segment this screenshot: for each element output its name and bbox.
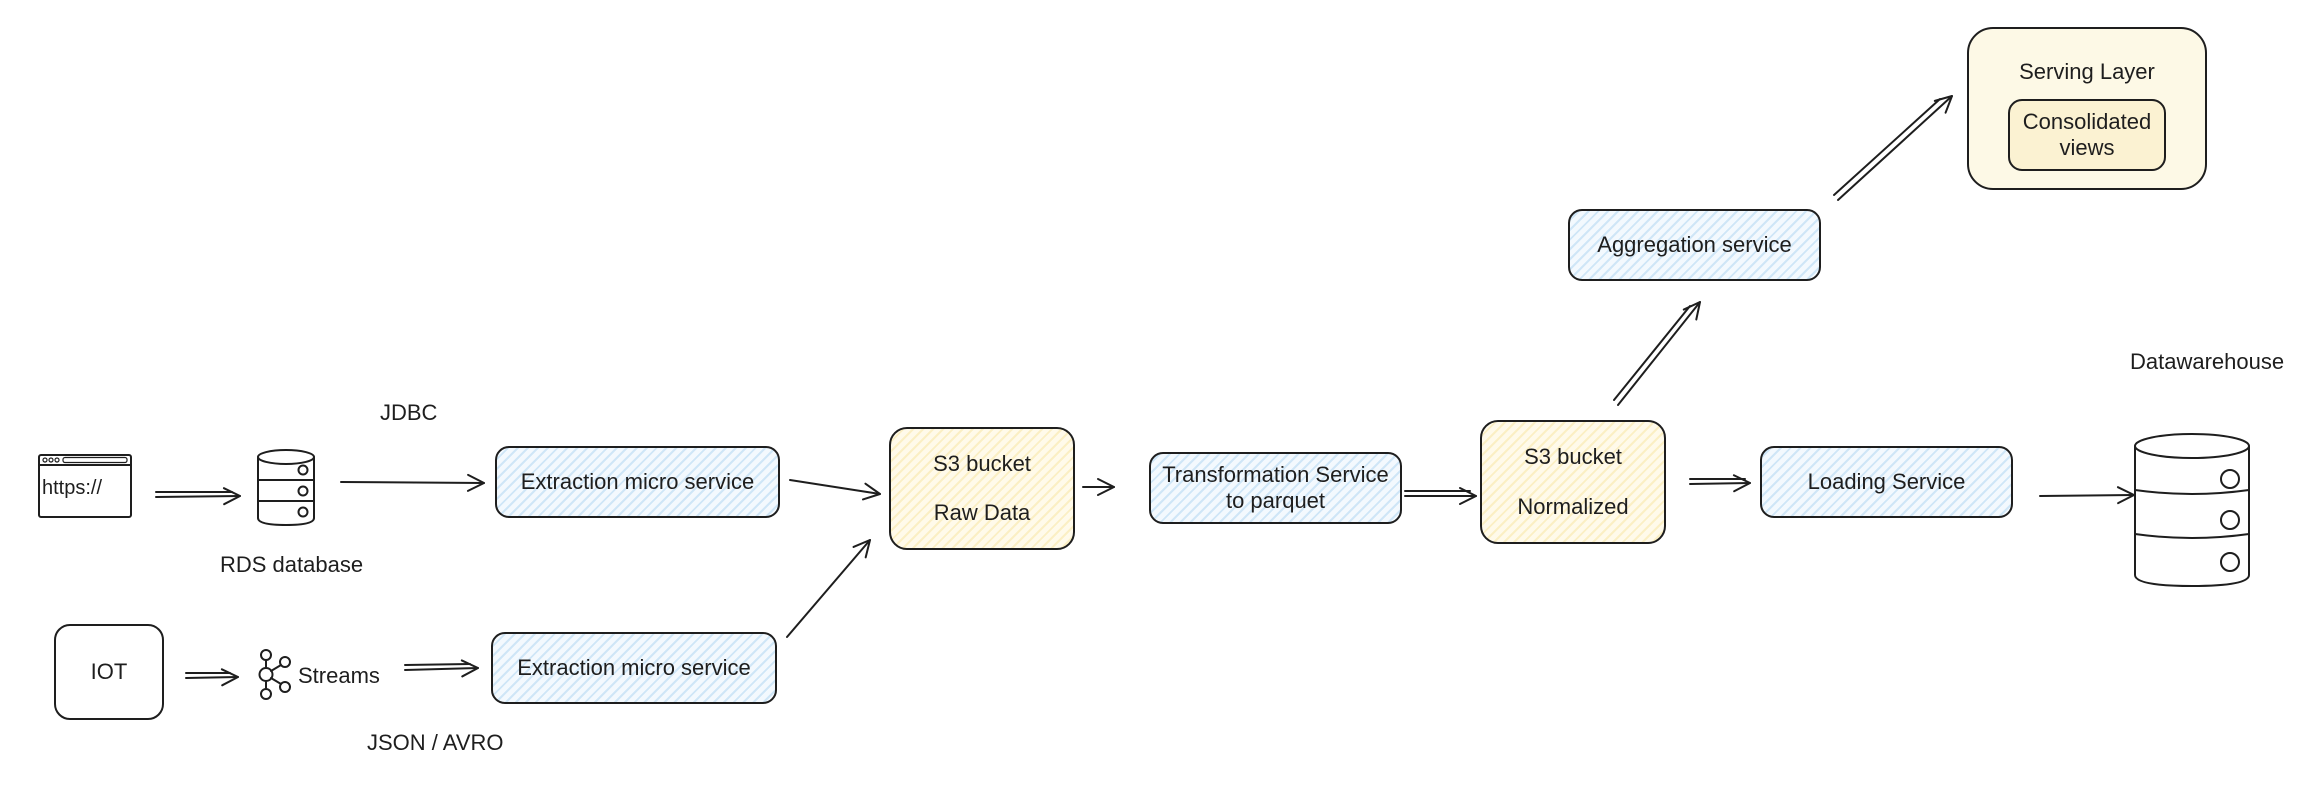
- serving-layer[interactable]: Serving Layer Consolidated views: [1967, 27, 2207, 190]
- arrow-streams-to-extraction: [404, 659, 479, 678]
- transformation-line1: Transformation Service: [1162, 462, 1389, 487]
- browser-url-text: https://: [42, 477, 103, 499]
- extraction-micro-service-top[interactable]: Extraction micro service: [495, 446, 780, 518]
- serving-layer-title: Serving Layer: [2019, 59, 2155, 84]
- arrow-browser-to-db: [155, 487, 241, 506]
- arrow-s3normalized-to-loading: [1689, 474, 1751, 493]
- iot-node[interactable]: IOT: [54, 624, 164, 720]
- s3-bucket-normalized[interactable]: S3 bucket Normalized: [1480, 420, 1666, 544]
- jdbc-label: JDBC: [380, 400, 438, 425]
- datawarehouse-cylinder-icon: [2134, 433, 2250, 587]
- streams-label: Streams: [298, 663, 380, 688]
- loading-service[interactable]: Loading Service: [1760, 446, 2013, 518]
- loading-service-label: Loading Service: [1807, 469, 1966, 494]
- consolidated-views-box[interactable]: Consolidated views: [2008, 99, 2166, 171]
- s3-raw-subtitle: Raw Data: [933, 500, 1031, 525]
- extraction-top-label: Extraction micro service: [520, 469, 755, 494]
- aggregation-service[interactable]: Aggregation service: [1568, 209, 1821, 281]
- consolidated-views-line2: views: [2059, 135, 2115, 160]
- s3-normalized-subtitle: Normalized: [1517, 494, 1629, 519]
- iot-label: IOT: [90, 659, 128, 684]
- arrow-loading-to-datawarehouse: [2039, 486, 2135, 505]
- database-icon: [257, 449, 315, 526]
- extraction-micro-service-bottom[interactable]: Extraction micro service: [491, 632, 777, 704]
- arrows: [155, 95, 2135, 687]
- s3-normalized-title: S3 bucket: [1524, 444, 1622, 469]
- arrow-s3normalized-to-aggregation: [1617, 301, 1701, 406]
- streams-icon: [258, 649, 291, 700]
- arrow-extraction-to-s3raw: [789, 479, 881, 501]
- extraction-bottom-label: Extraction micro service: [517, 655, 751, 680]
- arrow-iot-to-streams: [185, 668, 239, 687]
- transformation-service[interactable]: Transformation Service to parquet: [1149, 452, 1402, 524]
- aggregation-service-label: Aggregation service: [1597, 232, 1792, 257]
- consolidated-views-line1: Consolidated: [2022, 109, 2152, 134]
- transformation-line2: to parquet: [1225, 488, 1326, 513]
- browser-window-icon: [38, 454, 132, 518]
- s3-bucket-raw-data[interactable]: S3 bucket Raw Data: [889, 427, 1075, 550]
- json-avro-label: JSON / AVRO: [367, 730, 504, 755]
- arrow-aggregation-to-serving: [1837, 95, 1953, 201]
- s3-raw-title: S3 bucket: [933, 451, 1031, 476]
- arrow-extraction-to-s3raw-bottom: [786, 539, 871, 638]
- arrow-db-to-extraction: [340, 473, 485, 492]
- datawarehouse-label: Datawarehouse: [2130, 349, 2285, 374]
- rds-database-label: RDS database: [220, 552, 364, 577]
